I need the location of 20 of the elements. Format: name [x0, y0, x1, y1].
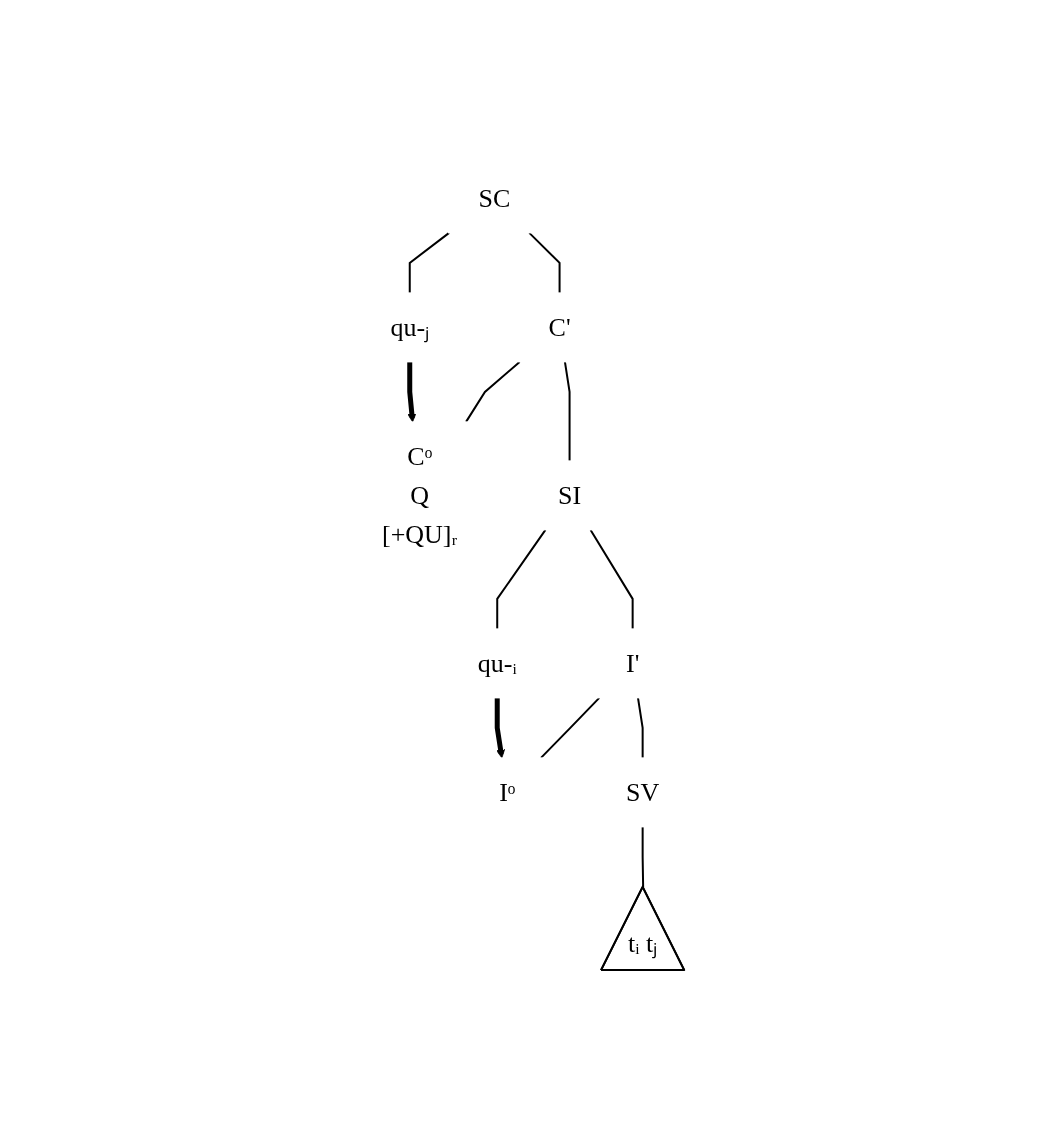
connector: [540, 696, 601, 759]
node-text: qu-ⱼ: [390, 312, 430, 342]
node-text: Iᵒ: [499, 777, 516, 807]
node-text: C': [548, 312, 571, 342]
arrow: [495, 697, 506, 758]
node-text: SI: [558, 480, 582, 510]
arrow: [407, 361, 417, 422]
connector: [589, 528, 634, 630]
connector: [465, 360, 521, 423]
node-text: I': [626, 648, 640, 678]
connector: [409, 231, 451, 294]
connector: [496, 528, 547, 630]
node-text: SV: [626, 777, 660, 807]
connector: [642, 825, 645, 888]
connector: [564, 360, 571, 462]
node-text: Cᵒ Q [+QU]ᵣ: [382, 441, 458, 549]
connector: [528, 231, 561, 294]
connector: [637, 696, 644, 759]
node-text: qu-ᵢ: [478, 648, 518, 678]
node-text: SC: [478, 183, 511, 213]
